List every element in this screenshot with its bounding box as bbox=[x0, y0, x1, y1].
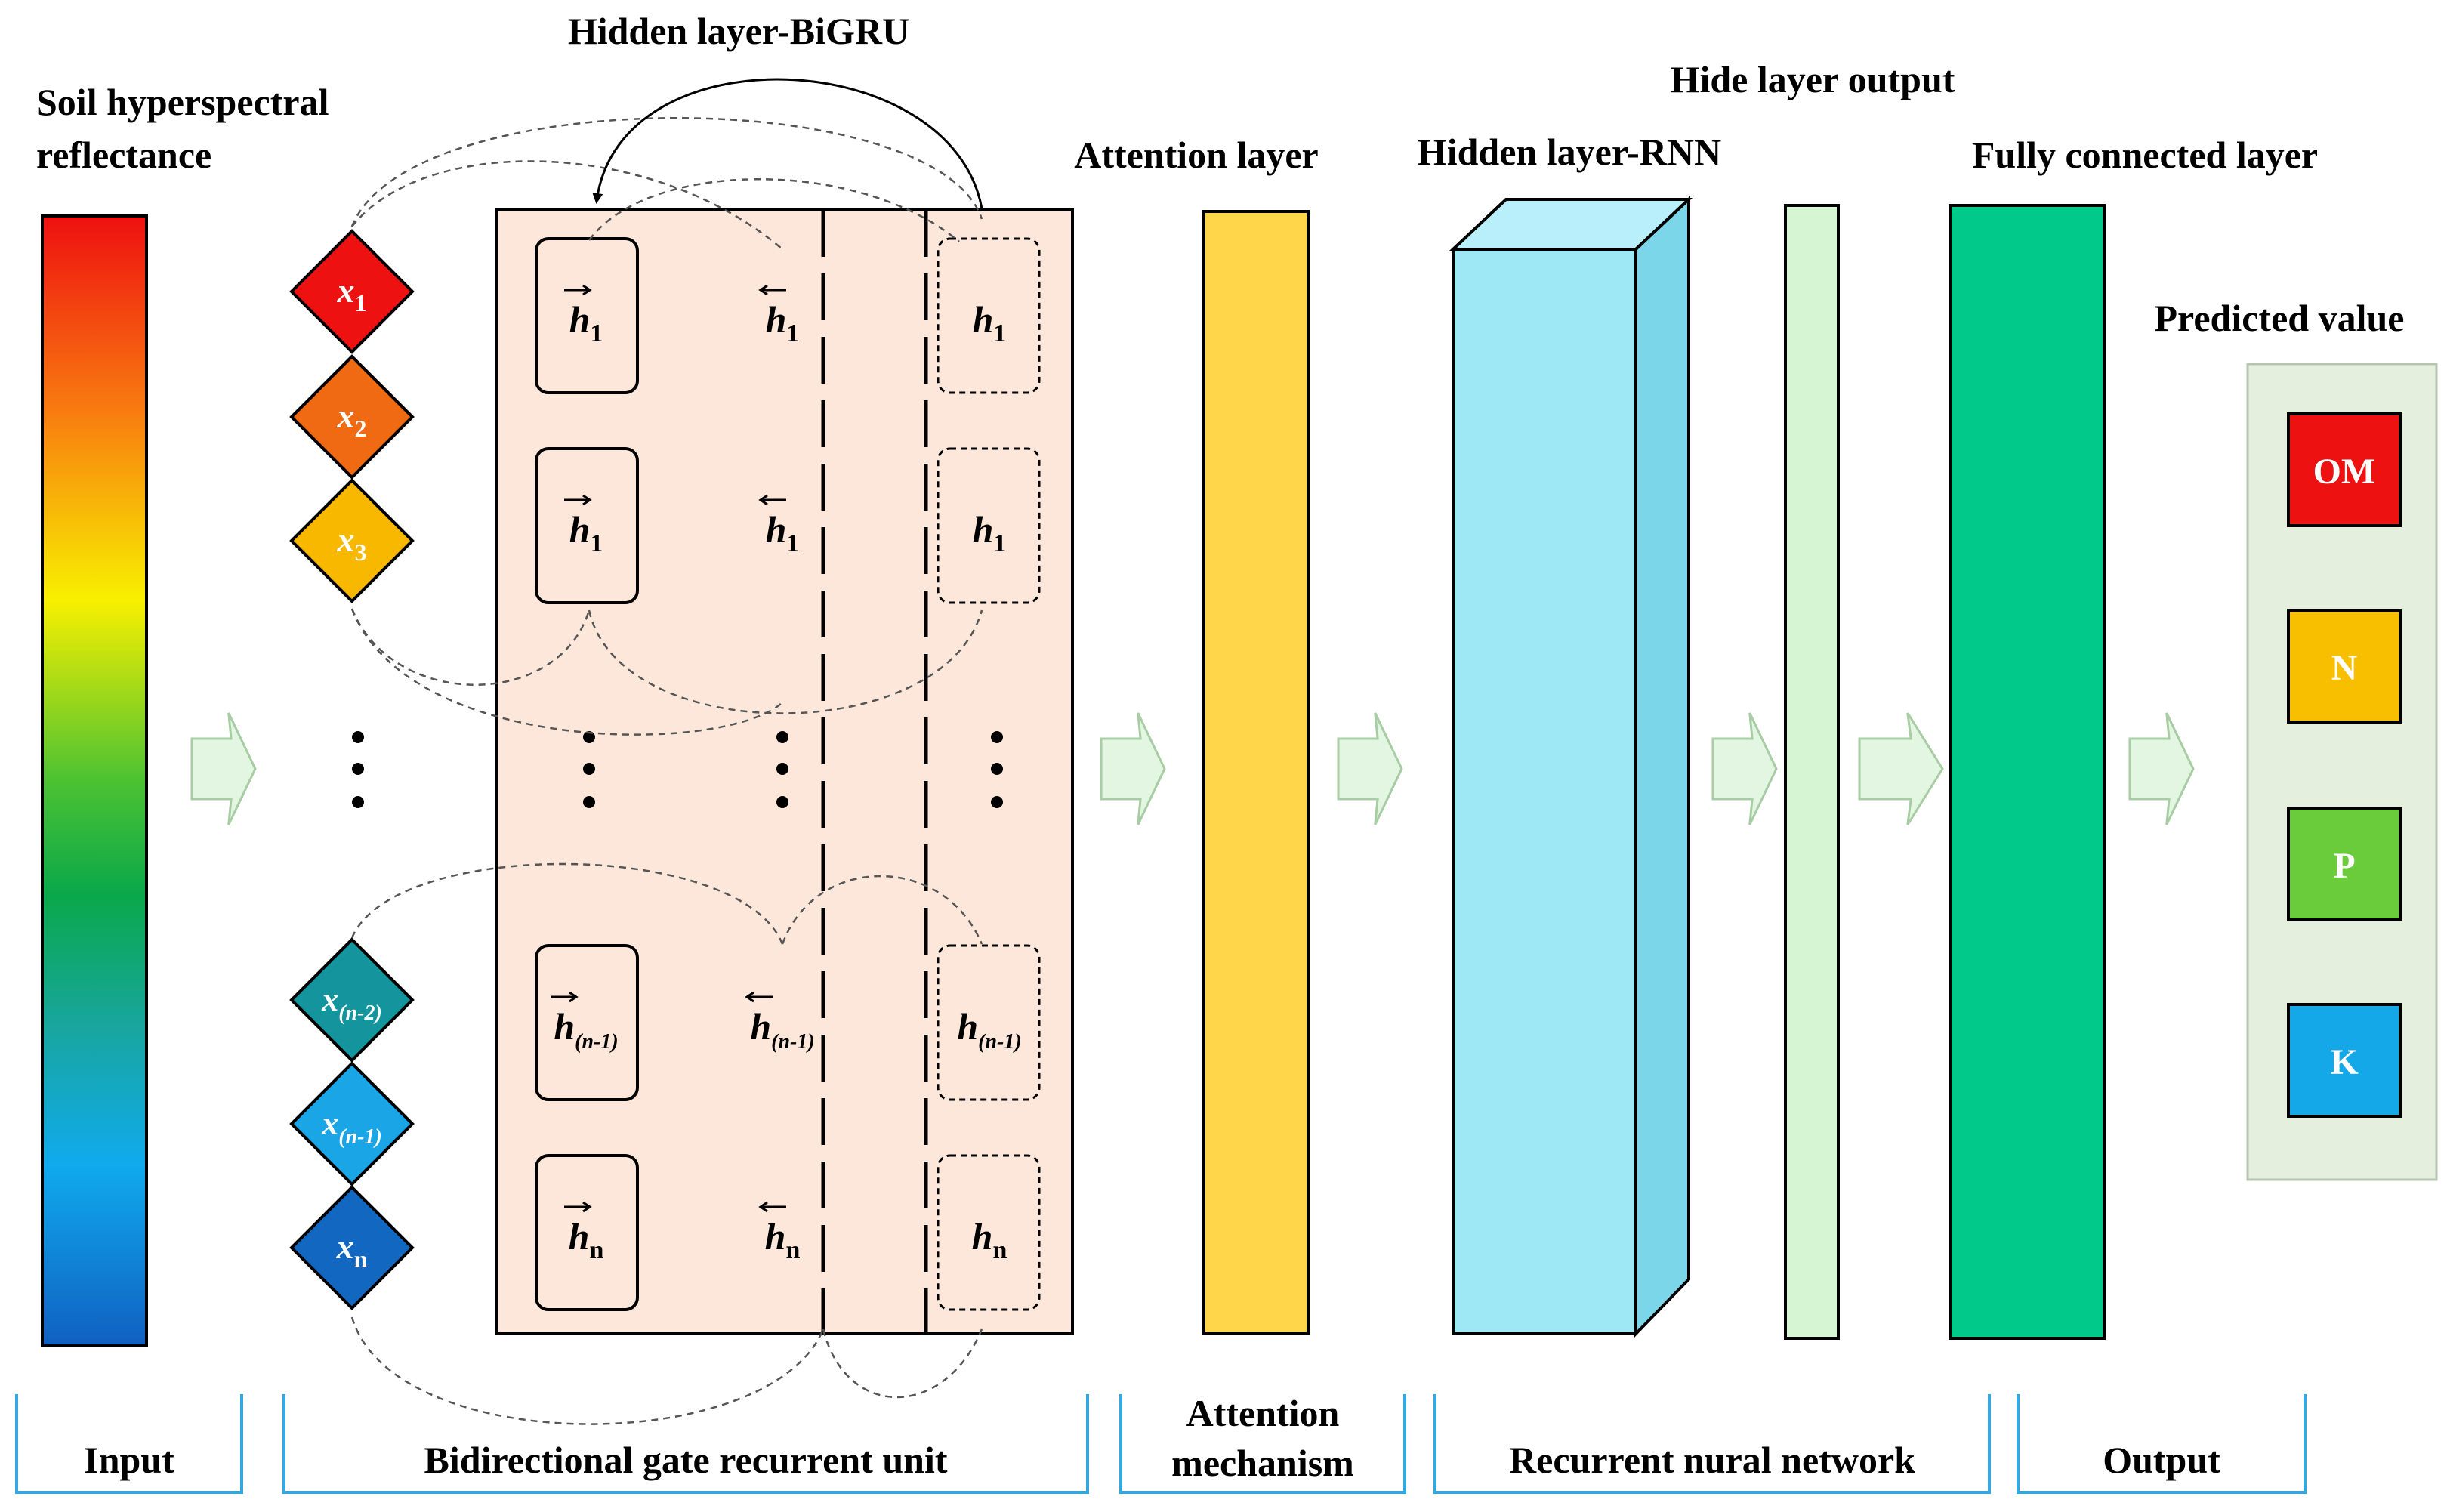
spectrum-bar bbox=[41, 214, 148, 1347]
output-state: h(n-1) bbox=[957, 1005, 1021, 1054]
output-label: P bbox=[2333, 846, 2355, 886]
hidden-row-1: h1 h1 h1 bbox=[535, 237, 1041, 394]
output-label: OM bbox=[2313, 452, 2376, 492]
input-ellipsis bbox=[352, 731, 364, 808]
output-cell bbox=[937, 447, 1041, 604]
input-node-6: xn bbox=[289, 1185, 415, 1310]
connection-arcs bbox=[350, 117, 983, 1425]
bracket-label: Output bbox=[2103, 1439, 2220, 1481]
bracket-3: Attention mechanism bbox=[1119, 1392, 1406, 1494]
hide-output-title: Hide layer output bbox=[1671, 58, 1955, 100]
input-label: x3 bbox=[337, 520, 367, 566]
hide-layer-output bbox=[1784, 204, 1840, 1340]
recurrent-feedback-arrow bbox=[592, 78, 983, 209]
input-title-line1: Soil hyperspectral bbox=[36, 81, 329, 123]
output-box bbox=[2287, 1003, 2402, 1118]
stage-arrow-1 bbox=[190, 712, 257, 825]
stage-arrow-2 bbox=[1100, 712, 1166, 825]
fully-connected-layer bbox=[1949, 204, 2106, 1340]
backward-state: h(n-1) bbox=[750, 1005, 814, 1054]
rnn-title: Hidden layer-RNN bbox=[1418, 131, 1721, 173]
output-box bbox=[2287, 609, 2402, 724]
bracket-label-line1: Attention bbox=[1186, 1392, 1340, 1434]
input-node-3: x3 bbox=[289, 478, 415, 603]
input-label: x(n-1) bbox=[321, 1105, 382, 1149]
input-label: x(n-2) bbox=[321, 981, 382, 1025]
input-label: xn bbox=[336, 1227, 368, 1273]
forward-state: h1 bbox=[569, 508, 603, 557]
input-diamond bbox=[289, 478, 415, 603]
hidden-cells: h1 h1 h1 h1 h1 h1 h(n-1) h(n-1) h(n-1) hn hn hn bbox=[535, 237, 1041, 1311]
bracket-line bbox=[282, 1394, 1089, 1494]
backward-state: h1 bbox=[766, 298, 800, 347]
input-label: x2 bbox=[337, 397, 367, 442]
predicted-title: Predicted value bbox=[2155, 297, 2405, 339]
bigru-title: Hidden layer-BiGRU bbox=[568, 10, 909, 52]
input-diamond bbox=[289, 1185, 415, 1310]
attention-title: Attention layer bbox=[1074, 134, 1319, 176]
bracket-label-line2: mechanism bbox=[1171, 1442, 1354, 1484]
hidden-row-3: h(n-1) h(n-1) h(n-1) bbox=[535, 944, 1041, 1101]
input-diamond bbox=[289, 1061, 415, 1186]
bracket-label: Input bbox=[84, 1439, 174, 1481]
forward-cell bbox=[535, 237, 639, 394]
bracket-1: Input bbox=[15, 1394, 243, 1494]
output-cell bbox=[937, 1154, 1041, 1311]
input-node-2: x2 bbox=[289, 354, 415, 480]
output-cell bbox=[937, 237, 1041, 394]
stage-arrows bbox=[190, 712, 2195, 825]
forward-cell bbox=[535, 447, 639, 604]
output-box bbox=[2287, 807, 2402, 921]
output-label: K bbox=[2330, 1042, 2358, 1082]
stage-arrow-4 bbox=[1711, 712, 1778, 825]
output-state: h1 bbox=[973, 508, 1007, 557]
bracket-line bbox=[1433, 1394, 1991, 1494]
bracket-4: Recurrent nural network bbox=[1433, 1394, 1991, 1494]
output-cell bbox=[937, 944, 1041, 1101]
input-title-line2: reflectance bbox=[36, 134, 211, 176]
output-k: K bbox=[2287, 1003, 2402, 1118]
input-diamond bbox=[289, 937, 415, 1063]
bigru-ellipsis bbox=[583, 731, 1003, 808]
output-label: N bbox=[2331, 648, 2358, 688]
input-diamond bbox=[289, 354, 415, 480]
bracket-2: Bidirectional gate recurrent unit bbox=[282, 1394, 1089, 1494]
input-diamond bbox=[289, 229, 415, 354]
input-node-4: x(n-2) bbox=[289, 937, 415, 1063]
hidden-row-4: hn hn hn bbox=[535, 1154, 1041, 1311]
output-n: N bbox=[2287, 609, 2402, 724]
bracket-line bbox=[1119, 1394, 1406, 1494]
backward-state: hn bbox=[765, 1215, 801, 1264]
stage-arrow-6 bbox=[2128, 712, 2195, 825]
input-node-5: x(n-1) bbox=[289, 1061, 415, 1186]
bracket-label: Recurrent nural network bbox=[1509, 1439, 1915, 1481]
input-label: x1 bbox=[337, 271, 367, 316]
input-node-1: x1 bbox=[289, 229, 415, 354]
hidden-row-2: h1 h1 h1 bbox=[535, 447, 1041, 604]
backward-state: h1 bbox=[766, 508, 800, 557]
forward-state: hn bbox=[569, 1215, 604, 1264]
stage-arrow-5 bbox=[1858, 712, 1944, 825]
output-p: P bbox=[2287, 807, 2402, 921]
stage-arrow-3 bbox=[1337, 712, 1403, 825]
predicted-values: OM N P K bbox=[2287, 412, 2402, 1118]
output-state: h1 bbox=[973, 298, 1007, 347]
forward-cell bbox=[535, 944, 639, 1101]
bracket-label: Bidirectional gate recurrent unit bbox=[424, 1439, 948, 1481]
attention-layer bbox=[1202, 210, 1310, 1335]
output-state: hn bbox=[972, 1215, 1007, 1264]
stage-brackets: Input Bidirectional gate recurrent unit At… bbox=[15, 1392, 2307, 1494]
forward-state: h(n-1) bbox=[554, 1005, 618, 1054]
bracket-line bbox=[15, 1394, 243, 1494]
fc-title: Fully connected layer bbox=[1972, 134, 2318, 176]
bracket-5: Output bbox=[2017, 1394, 2307, 1494]
output-box bbox=[2287, 412, 2402, 527]
forward-state: h1 bbox=[569, 298, 603, 347]
input-nodes: x1 x2 x3 x(n-2) x(n-1) xn bbox=[289, 229, 415, 1310]
output-om: OM bbox=[2287, 412, 2402, 527]
forward-cell bbox=[535, 1154, 639, 1311]
bracket-line bbox=[2017, 1394, 2307, 1494]
rnn-cuboid bbox=[1449, 196, 1693, 1338]
